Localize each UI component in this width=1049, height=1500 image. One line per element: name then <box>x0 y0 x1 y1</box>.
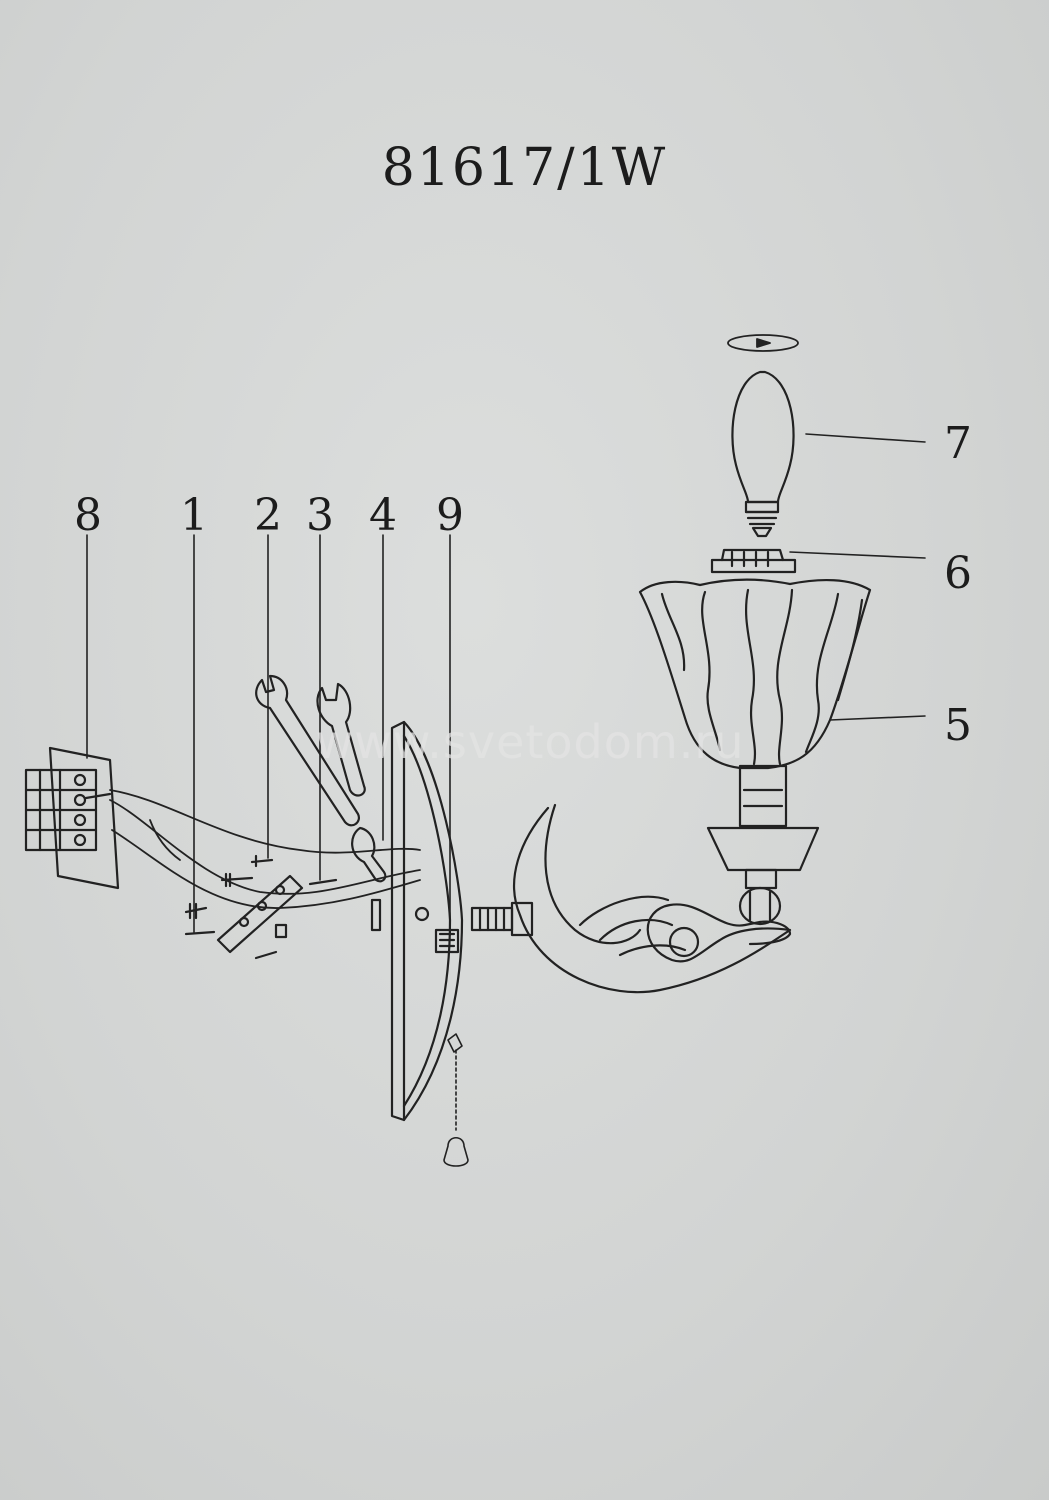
connection-wires <box>109 789 421 909</box>
callout-9: 9 <box>436 490 464 541</box>
rotate-arrow-icon <box>727 334 799 352</box>
mounting-bracket <box>184 854 382 960</box>
callout-4: 4 <box>369 490 397 541</box>
callout-3: 3 <box>306 490 334 541</box>
wall-canopy <box>390 720 464 1122</box>
socket-ring <box>710 548 797 574</box>
threaded-nipple <box>470 901 534 937</box>
leader-lines <box>86 433 926 936</box>
callout-8: 8 <box>74 490 102 541</box>
callout-7: 7 <box>944 418 972 469</box>
callout-6: 6 <box>944 548 972 599</box>
light-bulb <box>731 370 795 538</box>
glass-shade <box>638 578 872 770</box>
callout-5: 5 <box>944 700 972 751</box>
socket-holder <box>706 764 820 926</box>
terminal-block <box>24 746 120 890</box>
pull-chain <box>443 1033 469 1167</box>
watermark: www.svetodom.ru <box>315 715 745 769</box>
callout-2: 2 <box>254 490 282 541</box>
decorative-arm <box>513 803 792 994</box>
model-number: 81617/1W <box>381 138 668 198</box>
wrench-tool <box>255 674 387 883</box>
leader-line-6 <box>789 551 926 559</box>
leader-line-7 <box>805 433 926 443</box>
leader-line-5 <box>829 715 926 721</box>
callout-1: 1 <box>180 490 208 541</box>
